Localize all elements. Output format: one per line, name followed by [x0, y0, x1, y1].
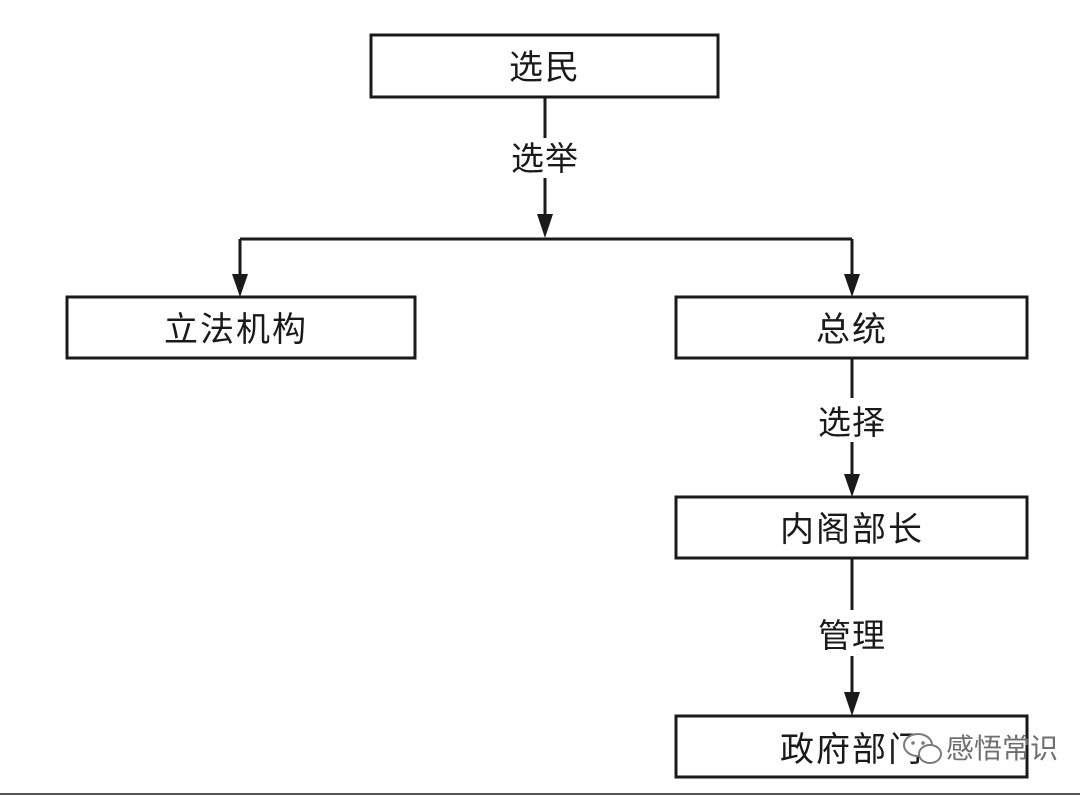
watermark-text: 感悟常识 [946, 732, 1058, 765]
node-gov-departments: 政府部门 [674, 714, 1029, 779]
edge-label-choose: 选择 [818, 403, 886, 442]
arrowhead-to-junction [537, 214, 553, 238]
arrowhead-to-president [844, 274, 860, 297]
node-cabinet-label: 内阁部长 [780, 510, 924, 550]
node-gov-departments-label: 政府部门 [780, 730, 924, 770]
arrowhead-to-cabinet [844, 474, 860, 497]
arrowhead-to-legislature [232, 274, 248, 297]
node-legislature-label: 立法机构 [164, 310, 308, 350]
node-legislature: 立法机构 [65, 295, 417, 360]
node-voters: 选民 [369, 33, 720, 99]
arrowhead-to-departments [844, 692, 860, 716]
edge-label-manage: 管理 [818, 616, 886, 655]
watermark: 感悟常识 [903, 732, 1058, 765]
node-voters-label: 选民 [509, 48, 581, 88]
node-cabinet: 内阁部长 [674, 495, 1029, 560]
node-president: 总统 [674, 295, 1029, 360]
node-president-label: 总统 [816, 310, 888, 350]
edge-label-elect: 选举 [511, 139, 579, 178]
wechat-chat-bubble-icon [903, 733, 942, 764]
